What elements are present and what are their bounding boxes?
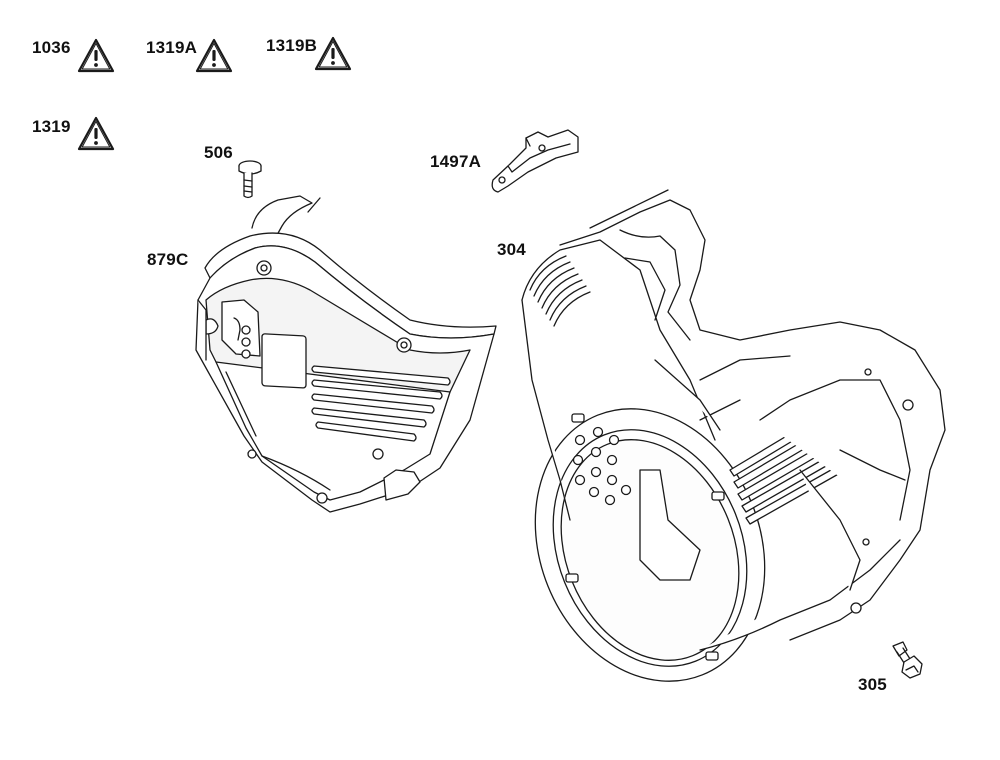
callout-1497a: 1497A bbox=[430, 152, 482, 171]
callout-1319: 1319 bbox=[32, 117, 71, 136]
bolt-305 bbox=[892, 641, 923, 679]
callout-305: 305 bbox=[858, 675, 887, 694]
blower-housing-304 bbox=[521, 189, 946, 682]
callout-506: 506 bbox=[204, 143, 233, 162]
warning-triangle-icon bbox=[195, 38, 233, 73]
screw-506 bbox=[238, 160, 262, 199]
callout-879c: 879C bbox=[147, 250, 189, 269]
warning-triangle-icon bbox=[314, 36, 352, 71]
cover-879c bbox=[195, 195, 497, 513]
callout-1319b: 1319B bbox=[266, 36, 318, 55]
callout-1319a: 1319A bbox=[146, 38, 198, 57]
bracket-1497a bbox=[491, 129, 579, 193]
callout-304: 304 bbox=[497, 240, 526, 259]
warning-triangle-icon bbox=[77, 38, 115, 73]
callout-1036: 1036 bbox=[32, 38, 71, 57]
warning-triangle-icon bbox=[77, 116, 115, 151]
